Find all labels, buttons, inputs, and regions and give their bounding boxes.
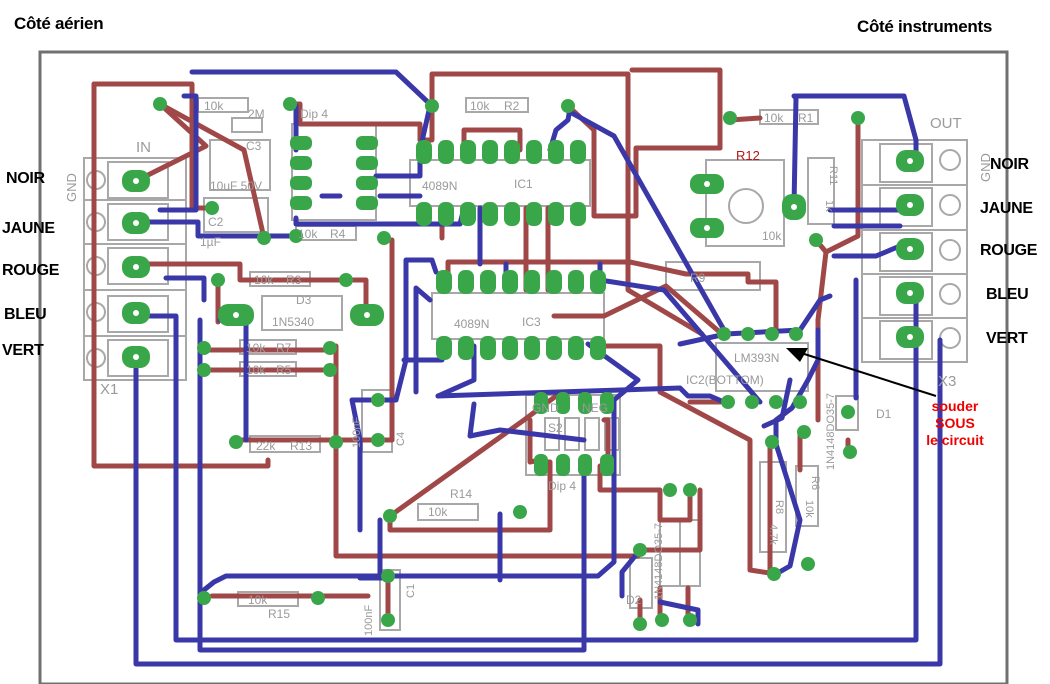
label-ic1-part: 4089N xyxy=(422,179,457,193)
label-r12-val: 10k xyxy=(762,229,782,243)
label-x3: X3 xyxy=(938,373,956,390)
label-r6-val: 10k xyxy=(803,500,815,518)
label-d2: D2 xyxy=(626,593,642,607)
label-r15-name: R15 xyxy=(268,607,290,621)
board-outline xyxy=(38,50,1009,684)
label-out: OUT xyxy=(930,115,962,132)
label-r13-name: R13 xyxy=(290,439,312,453)
label-r11-val: 1k xyxy=(823,200,835,212)
label-r4-name: R4 xyxy=(330,227,346,241)
label-gnd-right: GND xyxy=(978,153,993,182)
header-left: Côté aérien xyxy=(14,14,104,33)
left-wire-noir: NOIR xyxy=(6,170,45,187)
label-r7-name: R7 xyxy=(276,341,292,355)
right-wire-bleu: BLEU xyxy=(986,286,1029,303)
label-d3-part: 1N5340 xyxy=(272,315,314,329)
label-ic2: IC2(BOTTOM) xyxy=(686,373,764,387)
left-wire-rouge: ROUGE xyxy=(2,262,60,279)
arrow-icon xyxy=(786,348,937,397)
label-c4: C4 xyxy=(395,432,407,446)
pads xyxy=(122,97,924,631)
label-s-gnd: GND xyxy=(532,401,559,415)
label-c3: 1µF xyxy=(200,235,221,249)
label-gnd-left: GND xyxy=(64,173,79,202)
label-ic1: IC1 xyxy=(514,177,533,191)
pad-holes xyxy=(133,158,913,360)
bottom-traces xyxy=(133,69,943,667)
label-c1-val: 100nF xyxy=(363,605,375,636)
label-x1: X1 xyxy=(100,381,118,398)
label-r5-name: R5 xyxy=(276,363,292,377)
label-c2-name: C2 xyxy=(208,215,224,229)
label-r4: 10k xyxy=(298,227,318,241)
right-wire-vert: VERT xyxy=(986,330,1028,347)
label-r6: R6 xyxy=(809,476,821,490)
label-r7: 10k xyxy=(246,341,266,355)
label-ic3-part: 4089N xyxy=(454,317,489,331)
label-r9: R9 xyxy=(690,271,706,285)
label-r15: 10k xyxy=(248,593,268,607)
label-r1: 10k xyxy=(764,111,784,125)
label-in: IN xyxy=(136,139,151,156)
label-r5: 10k xyxy=(246,363,266,377)
label-r10: 10k xyxy=(204,99,224,113)
label-c3-name: C3 xyxy=(246,139,262,153)
label-r12: R12 xyxy=(736,148,760,163)
label-d3: D3 xyxy=(296,293,312,307)
label-dip-bottom: Dip 4 xyxy=(548,479,576,493)
header-right: Côté instruments xyxy=(857,17,992,36)
label-r1-name: R1 xyxy=(798,111,814,125)
label-r11: R11 xyxy=(827,166,839,185)
label-dip-top: Dip 4 xyxy=(300,107,328,121)
solder-note-line1: souder xyxy=(931,398,979,414)
solder-note-line3: le circuit xyxy=(926,432,984,448)
label-r2: 10k xyxy=(470,99,490,113)
solder-note-line2: SOUS xyxy=(935,415,975,431)
label-r14-name: R14 xyxy=(450,487,472,501)
label-r13: 22k xyxy=(256,439,276,453)
right-wire-rouge: ROUGE xyxy=(980,242,1038,259)
right-wire-jaune: JAUNE xyxy=(980,200,1033,217)
label-c1: C1 xyxy=(405,584,417,598)
label-c4-val: 100nF xyxy=(351,417,363,448)
label-s2: S2 xyxy=(548,421,563,435)
label-c2: 10uF 50V xyxy=(210,179,262,193)
label-r2-name: R2 xyxy=(504,99,520,113)
left-wire-jaune: JAUNE xyxy=(2,220,55,237)
label-ic2-part: LM393N xyxy=(734,351,779,365)
left-wire-vert: VERT xyxy=(2,342,44,359)
label-s-neg: NEG xyxy=(582,401,608,415)
label-r3-name: R3 xyxy=(286,273,302,287)
label-d1-part: 1N4148DO35-7 xyxy=(825,393,837,470)
right-wire-noir: NOIR xyxy=(990,156,1029,173)
label-v2m: 2M xyxy=(248,107,265,121)
label-r3: 10k xyxy=(254,273,274,287)
label-r8-val: 4.7k xyxy=(767,524,779,545)
solder-note: souder SOUS le circuit xyxy=(910,398,1000,449)
label-r14: 10k xyxy=(428,505,448,519)
label-d2-part: 1N4148DO35-7 xyxy=(653,523,665,600)
label-d1: D1 xyxy=(876,407,892,421)
left-wire-bleu: BLEU xyxy=(4,306,47,323)
label-ic3: IC3 xyxy=(522,315,541,329)
label-r8: R8 xyxy=(773,500,785,514)
